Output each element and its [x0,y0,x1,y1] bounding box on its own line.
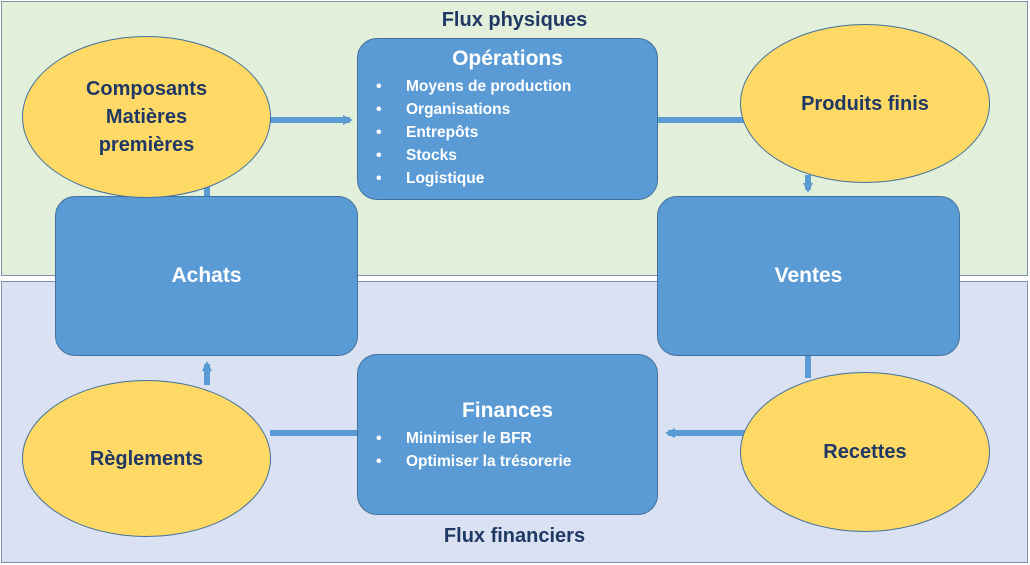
finances-box: Finances Minimiser le BFR Optimiser la t… [357,354,658,515]
operations-list: Moyens de production Organisations Entre… [358,75,657,190]
achats-label: Achats [171,264,242,287]
composants-line: Matières [105,106,188,128]
recettes-ellipse: Recettes [740,372,990,532]
list-item: Optimiser la trésorerie [376,450,657,473]
reglements-label: Règlements [89,447,204,470]
finances-list: Minimiser le BFR Optimiser la trésorerie [358,427,657,473]
operations-title: Opérations [452,47,563,70]
operations-box: Opérations Moyens de production Organisa… [357,38,658,200]
list-item: Stocks [376,144,657,167]
recettes-label: Recettes [823,441,907,463]
composants-line: premières [98,134,195,156]
physical-flow-title: Flux physiques [441,9,588,31]
list-item: Minimiser le BFR [376,427,657,450]
list-item: Logistique [376,167,657,190]
finances-title: Finances [461,399,554,422]
composants-ellipse: Composants Matières premières [22,36,271,198]
financial-flow-title: Flux financiers [443,525,586,547]
list-item: Entrepôts [376,121,657,144]
ventes-box: Ventes [657,196,960,356]
list-item: Organisations [376,98,657,121]
ventes-label: Ventes [774,264,843,287]
list-item: Moyens de production [376,75,657,98]
achats-box: Achats [55,196,358,356]
produits-finis-ellipse: Produits finis [740,24,990,183]
reglements-ellipse: Règlements [22,380,271,537]
composants-line: Composants [85,78,208,100]
produits-finis-label: Produits finis [801,92,929,115]
